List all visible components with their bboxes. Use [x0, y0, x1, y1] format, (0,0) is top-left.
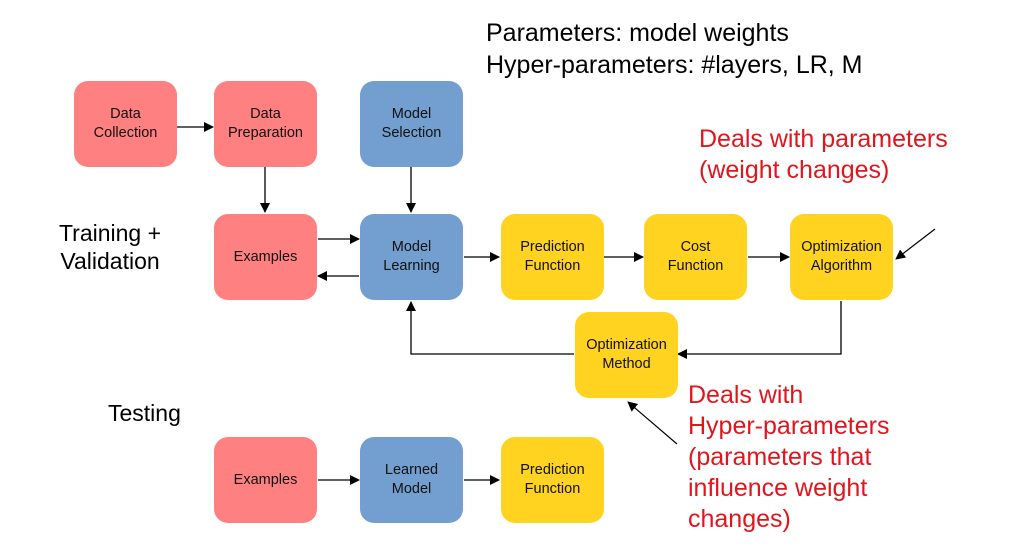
arrow-method-to-learning	[406, 301, 574, 355]
learned-model-label: Learned Model	[384, 462, 439, 497]
hyper-parameters-caption: Hyper-parameters: #layers, LR, M	[486, 51, 863, 79]
model-selection-node: Model Selection	[360, 81, 463, 167]
training-validation-label: Training + Validation	[58, 220, 162, 274]
data-preparation-label: Data Preparation	[228, 106, 303, 141]
parameters-caption: Parameters: model weights	[486, 19, 789, 47]
hyper-parameters-annotation: Deals with Hyper-parameters (parameters …	[688, 381, 890, 533]
testing-label: Testing	[108, 400, 181, 426]
data-collection-label: Data Collection	[93, 106, 158, 141]
model-learning-node: Model Learning	[360, 214, 463, 300]
examples-testing-node: Examples	[214, 437, 317, 523]
cost-function-node: Cost Function	[644, 214, 747, 300]
optimization-method-node: Optimization Method	[575, 312, 678, 398]
learned-model-node: Learned Model	[360, 437, 463, 523]
prediction-function-training-label: Prediction Function	[520, 239, 585, 274]
examples-training-node: Examples	[214, 214, 317, 300]
prediction-function-testing-node: Prediction Function	[501, 437, 604, 523]
examples-training-label: Examples	[233, 248, 298, 265]
optimization-algorithm-label: Optimization Algorithm	[801, 239, 882, 274]
pointer-parameters-note	[895, 228, 936, 260]
data-collection-node: Data Collection	[74, 81, 177, 167]
model-learning-label: Model Learning	[383, 239, 440, 274]
data-preparation-node: Data Preparation	[214, 81, 317, 167]
optimization-method-label: Optimization Method	[586, 337, 667, 372]
examples-testing-label: Examples	[233, 471, 298, 488]
model-selection-label: Model Selection	[381, 106, 442, 141]
optimization-algorithm-node: Optimization Algorithm	[790, 214, 893, 300]
cost-function-label: Cost Function	[667, 239, 724, 274]
parameters-annotation: Deals with parameters (weight changes)	[699, 125, 948, 184]
pointer-hyper-note	[627, 401, 678, 445]
arrow-algorithm-to-method	[677, 301, 842, 359]
prediction-function-training-node: Prediction Function	[501, 214, 604, 300]
prediction-function-testing-label: Prediction Function	[520, 462, 585, 497]
